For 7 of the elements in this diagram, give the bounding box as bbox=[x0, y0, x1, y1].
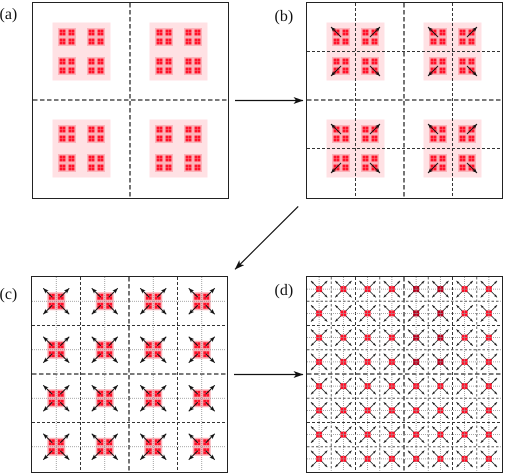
panel-label: (c) bbox=[0, 286, 18, 302]
panel-label: (d) bbox=[274, 282, 294, 298]
arrow bbox=[234, 206, 299, 270]
panel-label: (a) bbox=[0, 6, 18, 22]
arrow bbox=[235, 97, 304, 104]
arrow bbox=[234, 371, 304, 378]
panel-label: (b) bbox=[274, 8, 294, 24]
